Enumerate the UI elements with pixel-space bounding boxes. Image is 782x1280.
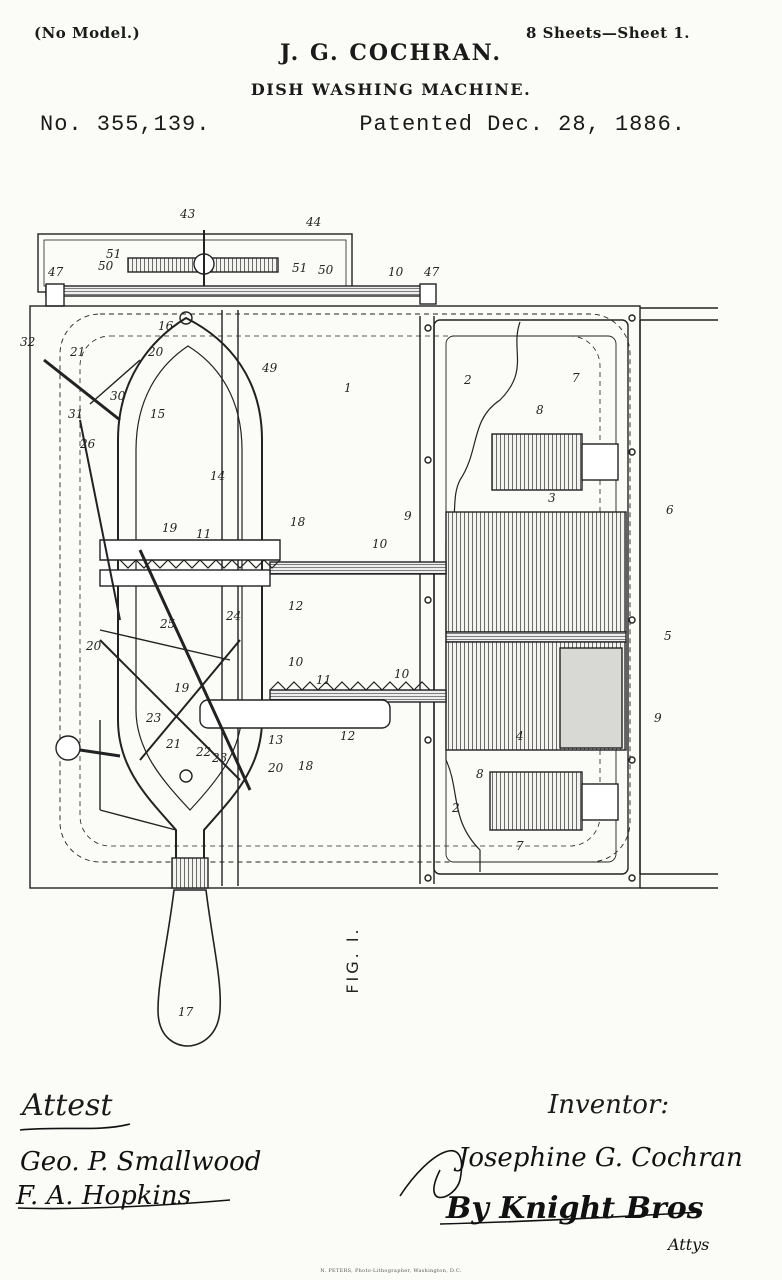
svg-text:11: 11 <box>316 673 331 687</box>
inventor-name-heading: J. G. COCHRAN. <box>279 40 503 66</box>
attest-label: Attest <box>22 1088 113 1123</box>
svg-text:20: 20 <box>85 639 102 653</box>
svg-text:47: 47 <box>47 265 64 279</box>
svg-text:3: 3 <box>548 491 556 505</box>
svg-text:1: 1 <box>344 381 352 395</box>
svg-text:7: 7 <box>516 839 524 853</box>
svg-text:44: 44 <box>305 215 321 229</box>
svg-text:22: 22 <box>195 745 211 759</box>
witness-signature-2: F. A. Hopkins <box>15 1181 191 1211</box>
svg-text:9: 9 <box>404 509 412 523</box>
svg-text:50: 50 <box>318 263 334 277</box>
svg-text:20: 20 <box>147 345 164 359</box>
svg-text:18: 18 <box>298 759 314 773</box>
svg-text:10: 10 <box>388 265 404 279</box>
cylinder-top <box>491 433 583 491</box>
attorney-signature: By Knight Bros <box>445 1191 704 1226</box>
svg-text:12: 12 <box>340 729 355 743</box>
svg-text:26: 26 <box>79 437 96 451</box>
inventor-label: Inventor: <box>548 1090 670 1120</box>
svg-text:12: 12 <box>288 599 303 613</box>
svg-text:10: 10 <box>372 537 388 551</box>
svg-text:13: 13 <box>268 733 284 747</box>
svg-text:10: 10 <box>394 667 410 681</box>
dish-wheel-upper <box>445 511 627 633</box>
svg-text:32: 32 <box>20 335 35 349</box>
patent-number: No. 355,139. <box>40 112 211 137</box>
witness-signature-1: Geo. P. Smallwood <box>20 1147 261 1177</box>
svg-text:21: 21 <box>165 737 181 751</box>
svg-text:9: 9 <box>654 711 662 725</box>
inventor-signature: Josephine G. Cochran <box>453 1143 743 1173</box>
svg-text:7: 7 <box>572 371 580 385</box>
svg-text:51: 51 <box>106 247 121 261</box>
patent-title: DISH WASHING MACHINE. <box>250 80 532 99</box>
attorney-suffix: Attys <box>666 1235 709 1254</box>
shaft <box>45 285 423 297</box>
svg-text:31: 31 <box>68 407 83 421</box>
svg-text:16: 16 <box>158 319 174 333</box>
svg-text:8: 8 <box>536 403 544 417</box>
svg-text:14: 14 <box>210 469 225 483</box>
handle <box>157 889 222 1047</box>
svg-text:19: 19 <box>174 681 190 695</box>
svg-text:2: 2 <box>463 373 472 387</box>
svg-text:49: 49 <box>261 361 278 375</box>
hand-lever-frame <box>117 316 263 861</box>
svg-text:5: 5 <box>664 629 672 643</box>
svg-text:24: 24 <box>225 609 241 623</box>
svg-text:23: 23 <box>211 751 228 765</box>
svg-text:11: 11 <box>196 527 211 541</box>
cylinder-bottom <box>489 771 583 831</box>
svg-text:15: 15 <box>150 407 165 421</box>
svg-text:30: 30 <box>110 389 126 403</box>
svg-text:4: 4 <box>515 729 524 743</box>
svg-text:2: 2 <box>451 801 460 815</box>
svg-text:18: 18 <box>290 515 306 529</box>
sheet-count: 8 Sheets—Sheet 1. <box>526 24 690 42</box>
svg-text:8: 8 <box>476 767 484 781</box>
svg-text:47: 47 <box>423 265 440 279</box>
svg-text:50: 50 <box>98 259 114 273</box>
figure-caption: FIG. I. <box>343 926 362 993</box>
svg-text:17: 17 <box>178 1005 194 1019</box>
svg-text:6: 6 <box>666 503 674 517</box>
svg-text:21: 21 <box>69 345 85 359</box>
patent-date: Patented Dec. 28, 1886. <box>359 112 686 137</box>
svg-text:10: 10 <box>288 655 304 669</box>
svg-text:20: 20 <box>267 761 284 775</box>
svg-text:25: 25 <box>159 617 175 631</box>
svg-text:23: 23 <box>145 711 162 725</box>
svg-text:43: 43 <box>179 207 196 221</box>
svg-text:19: 19 <box>162 521 178 535</box>
svg-text:51: 51 <box>292 261 307 275</box>
lithographer-credit: N. PETERS, Photo-Lithographer, Washingto… <box>320 1268 462 1274</box>
model-note: (No Model.) <box>34 24 141 42</box>
